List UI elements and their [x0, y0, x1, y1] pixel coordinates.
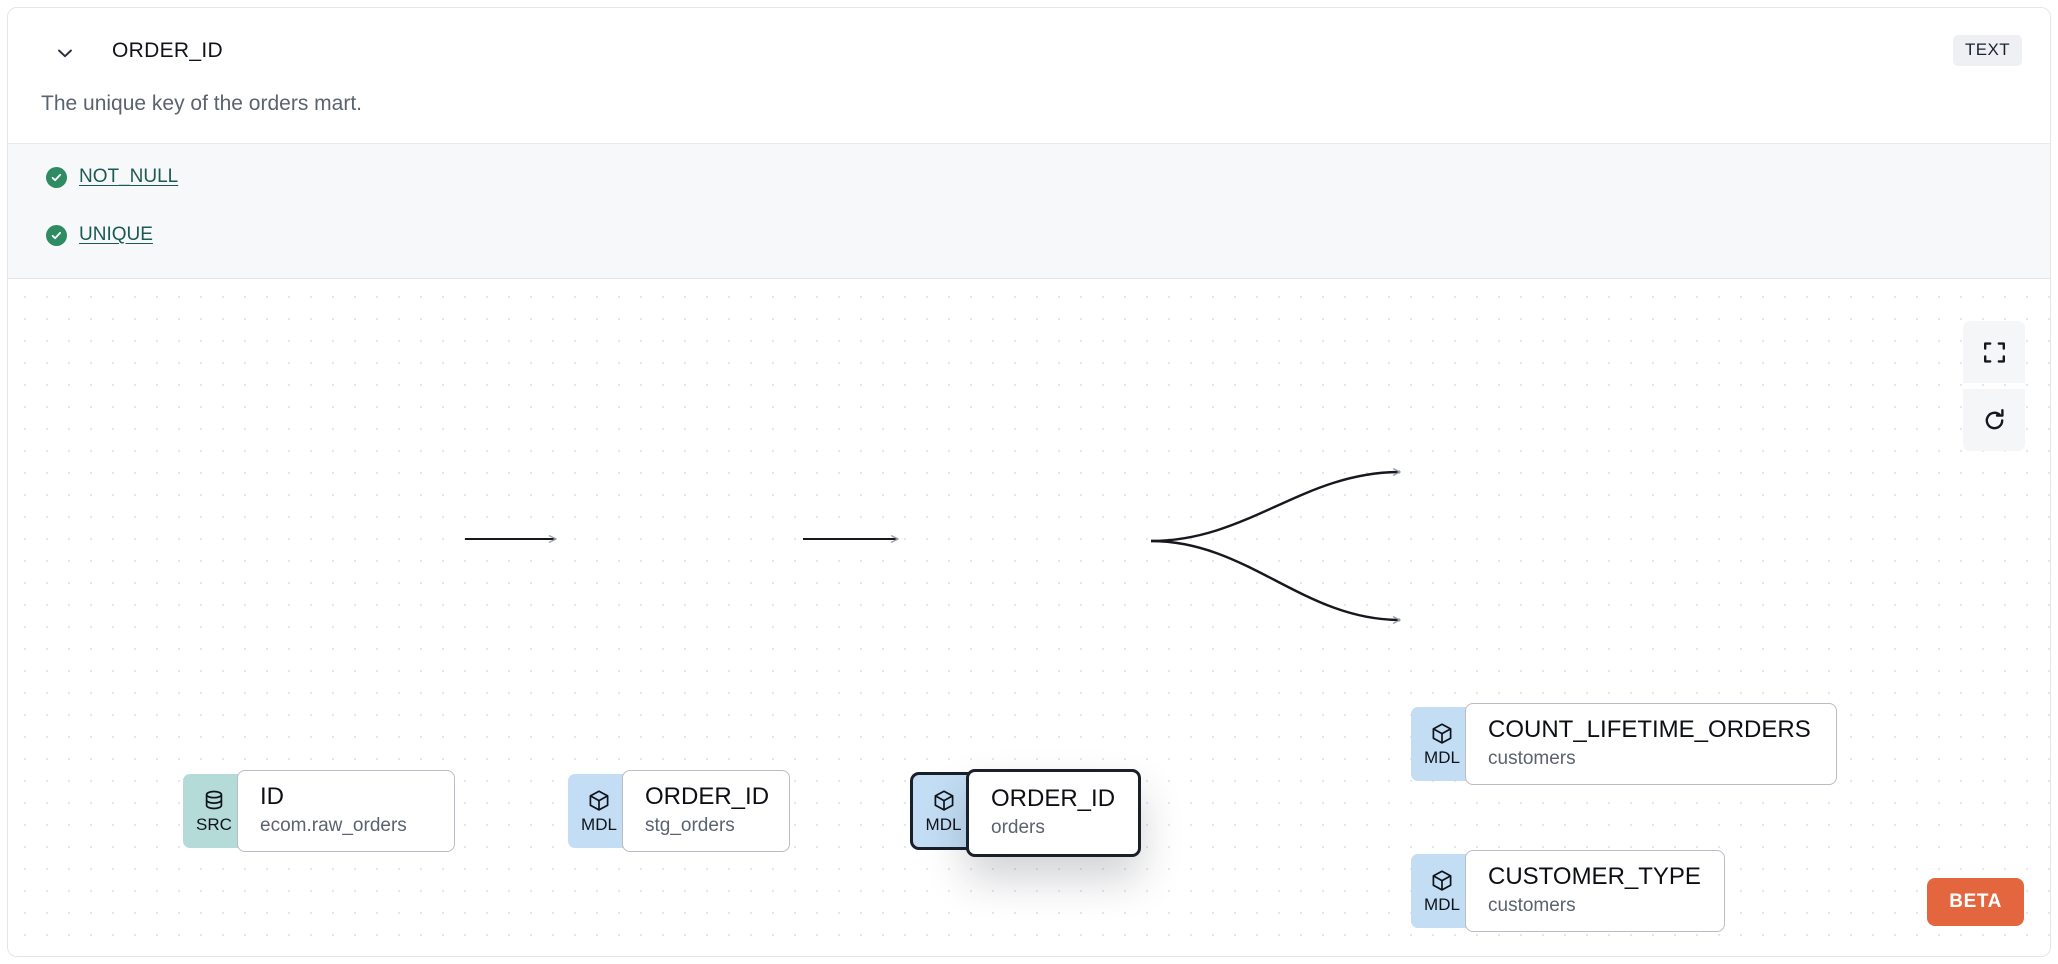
- check-circle-icon: [46, 166, 67, 188]
- node-badge-label: MDL: [925, 814, 962, 834]
- node-column-name: COUNT_LIFETIME_ORDERS: [1488, 716, 1811, 744]
- node-type-badge: SRC: [183, 774, 245, 848]
- lineage-node-customer-type[interactable]: MDL CUSTOMER_TYPE customers: [1411, 850, 1725, 932]
- node-body: ORDER_ID orders: [966, 769, 1141, 857]
- node-type-badge: MDL: [1411, 854, 1473, 928]
- node-type-badge: MDL: [1411, 707, 1473, 781]
- page-title: ORDER_ID: [112, 39, 223, 62]
- fit-view-button[interactable]: [1963, 321, 2025, 383]
- canvas-controls: [1963, 321, 2025, 451]
- cube-icon: [1432, 722, 1452, 744]
- node-badge-label: SRC: [196, 814, 232, 834]
- test-label: UNIQUE: [79, 224, 153, 245]
- lineage-node-count-lifetime-orders[interactable]: MDL COUNT_LIFETIME_ORDERS customers: [1411, 703, 1837, 785]
- data-type-badge: TEXT: [1952, 35, 2022, 66]
- node-badge-label: MDL: [1424, 894, 1460, 914]
- node-body: CUSTOMER_TYPE customers: [1465, 850, 1725, 932]
- check-circle-icon: [46, 224, 67, 246]
- node-parent-name: ecom.raw_orders: [260, 814, 407, 836]
- node-body: ORDER_ID stg_orders: [622, 770, 790, 852]
- node-column-name: ORDER_ID: [991, 785, 1116, 813]
- test-item-unique[interactable]: UNIQUE: [46, 224, 153, 246]
- lineage-node-orders-order-id[interactable]: MDL ORDER_ID orders: [910, 769, 1141, 857]
- cube-icon: [1432, 869, 1452, 891]
- node-body: ID ecom.raw_orders: [237, 770, 455, 852]
- cube-icon: [934, 789, 953, 811]
- node-column-name: CUSTOMER_TYPE: [1488, 863, 1701, 891]
- node-parent-name: orders: [991, 816, 1045, 838]
- beta-badge[interactable]: BETA: [1927, 878, 2024, 926]
- refresh-button[interactable]: [1963, 389, 2025, 451]
- fit-screen-icon: [1983, 341, 2005, 363]
- node-badge-label: MDL: [581, 814, 617, 834]
- cube-icon: [589, 789, 609, 811]
- node-badge-label: MDL: [1424, 747, 1460, 767]
- lineage-node-src-id[interactable]: SRC ID ecom.raw_orders: [183, 770, 455, 852]
- node-type-badge: MDL: [568, 774, 630, 848]
- column-description: The unique key of the orders mart.: [41, 92, 362, 115]
- column-header: ORDER_ID TEXT The unique key of the orde…: [8, 8, 2050, 115]
- chevron-down-icon[interactable]: [48, 36, 82, 70]
- node-column-name: ORDER_ID: [645, 783, 770, 811]
- edge-orders-to-customer-type: [1150, 539, 1401, 624]
- node-parent-name: customers: [1488, 747, 1576, 769]
- tests-section: NOT_NULL UNIQUE: [8, 143, 2050, 279]
- refresh-icon: [1985, 408, 2004, 429]
- lineage-node-stg-order-id[interactable]: MDL ORDER_ID stg_orders: [568, 770, 790, 852]
- node-parent-name: stg_orders: [645, 814, 735, 836]
- lineage-canvas[interactable]: SRC ID ecom.raw_orders MDL ORDER_ID stg_…: [8, 280, 2050, 956]
- test-label: NOT_NULL: [79, 166, 179, 187]
- test-item-not-null[interactable]: NOT_NULL: [46, 166, 178, 188]
- database-icon: [205, 790, 223, 809]
- edge-orders-to-count: [1150, 468, 1401, 543]
- node-type-badge: MDL: [910, 772, 974, 850]
- node-body: COUNT_LIFETIME_ORDERS customers: [1465, 703, 1837, 785]
- node-column-name: ID: [260, 783, 284, 811]
- lineage-edges: [465, 468, 1401, 624]
- node-parent-name: customers: [1488, 894, 1576, 916]
- column-detail-card: ORDER_ID TEXT The unique key of the orde…: [7, 7, 2051, 957]
